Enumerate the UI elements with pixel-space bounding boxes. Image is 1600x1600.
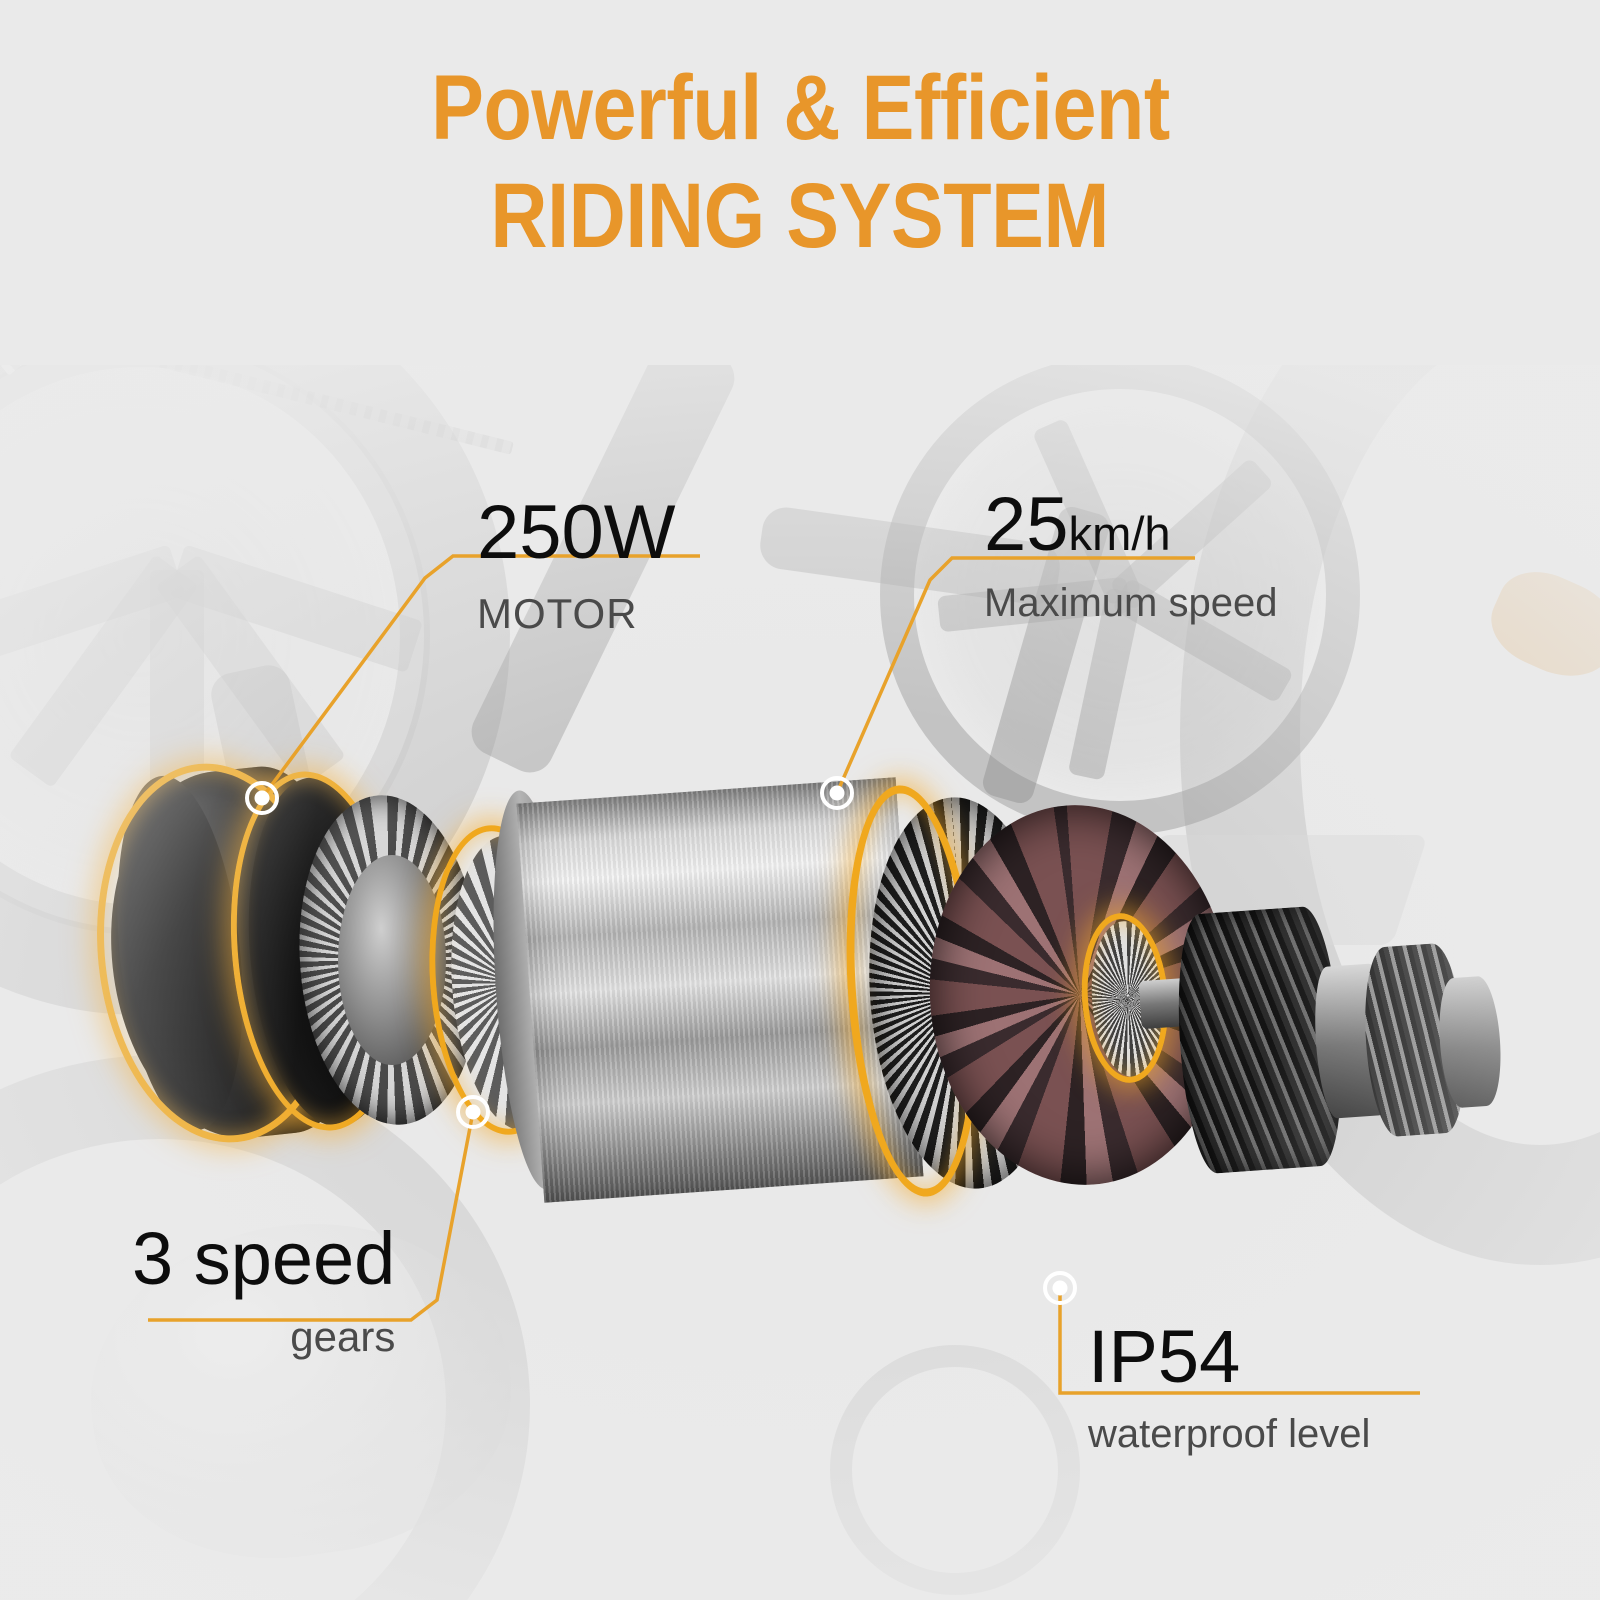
callout-max-speed-label: Maximum speed xyxy=(984,581,1278,625)
page-title-line2: RIDING SYSTEM xyxy=(490,165,1110,267)
callout-motor: 250W MOTOR xyxy=(477,495,676,635)
callout-gears: 3 speed gears xyxy=(132,1222,395,1358)
callout-motor-label: MOTOR xyxy=(477,590,638,637)
callout-max-speed-unit: km/h xyxy=(1068,507,1171,560)
callout-waterproof: IP54 waterproof level xyxy=(1088,1315,1371,1456)
callout-gears-label: gears xyxy=(290,1313,396,1360)
callout-max-speed: 25km/h Maximum speed xyxy=(984,487,1278,625)
page-title-line1: Powerful & Efficient xyxy=(430,57,1170,159)
callout-waterproof-label: waterproof level xyxy=(1088,1412,1371,1456)
header-banner: Powerful & Efficient RIDING SYSTEM xyxy=(0,0,1600,365)
callout-motor-value: 250W xyxy=(477,490,676,575)
callout-max-speed-number: 25 xyxy=(984,482,1069,567)
callout-max-speed-value: 25km/h xyxy=(984,487,1277,563)
callout-gears-value: 3 speed xyxy=(132,1217,396,1300)
callout-waterproof-value: IP54 xyxy=(1088,1315,1241,1398)
